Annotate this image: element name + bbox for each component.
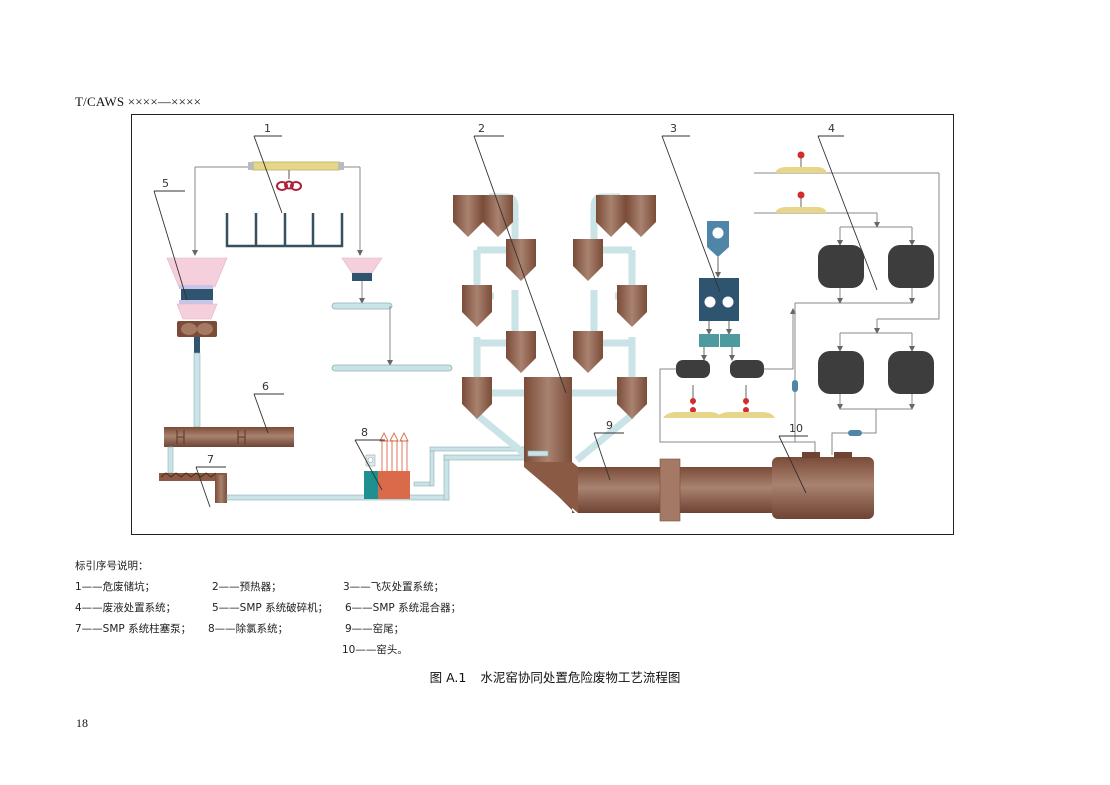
callout-3: 3 — [670, 122, 677, 135]
waste-pit-group — [192, 161, 363, 256]
callout-4: 4 — [828, 122, 835, 135]
figure-number: 图 A.1 — [429, 670, 467, 685]
legend-item: 7——SMP 系统柱塞泵； — [75, 623, 192, 635]
fly-ash-system — [659, 221, 796, 443]
legend-title: 标引序号说明： — [75, 560, 149, 572]
rotary-kiln — [578, 452, 874, 522]
figure-caption: 图 A.1 水泥窑协同处置危险废物工艺流程图 — [0, 667, 1110, 686]
legend-item: 10——窑头。 — [342, 644, 408, 656]
standard-code-header: T/CAWS ××××—×××× — [75, 94, 202, 109]
legend-item: 2——预热器； — [212, 581, 282, 593]
smp-plunger-pump — [159, 454, 555, 503]
legend-item: 8——除氯系统； — [208, 623, 289, 635]
legend-item: 4——废液处置系统； — [75, 602, 177, 614]
callout-10: 10 — [789, 422, 803, 435]
legend-item: 6——SMP 系统混合器； — [345, 602, 462, 614]
process-flow-diagram: 1 2 3 4 5 6 7 8 9 10 — [153, 122, 940, 522]
callout-6: 6 — [262, 380, 269, 393]
feed-conveyors — [331, 257, 453, 372]
callout-leaders — [153, 135, 878, 508]
legend-item: 1——危废储坑； — [75, 581, 156, 593]
callout-9: 9 — [606, 419, 613, 432]
callout-7: 7 — [207, 453, 214, 466]
waste-pit — [225, 213, 344, 248]
legend-item: 5——SMP 系统破碎机； — [212, 602, 329, 614]
callout-numbers: 1 2 3 4 5 6 7 8 9 10 — [162, 122, 835, 466]
legend-item: 3——飞灰处置系统； — [343, 581, 445, 593]
preheater — [453, 193, 656, 513]
callout-1: 1 — [264, 122, 271, 135]
fly-ash-feeders — [663, 385, 775, 418]
process-flow-figure: 1 2 3 4 5 6 7 8 9 10 — [131, 114, 954, 535]
waste-liquid-system — [754, 151, 940, 455]
chlorine-bypass — [364, 431, 551, 499]
smp-crusher — [166, 257, 228, 428]
callout-5: 5 — [162, 177, 169, 190]
callout-8: 8 — [361, 426, 368, 439]
callout-2: 2 — [478, 122, 485, 135]
figure-title: 水泥窑协同处置危险废物工艺流程图 — [480, 670, 681, 685]
grab-bucket-icon — [276, 180, 302, 191]
legend-item: 9——窑尾； — [345, 623, 405, 635]
page-number: 18 — [76, 716, 88, 730]
smp-mixer — [164, 427, 294, 474]
